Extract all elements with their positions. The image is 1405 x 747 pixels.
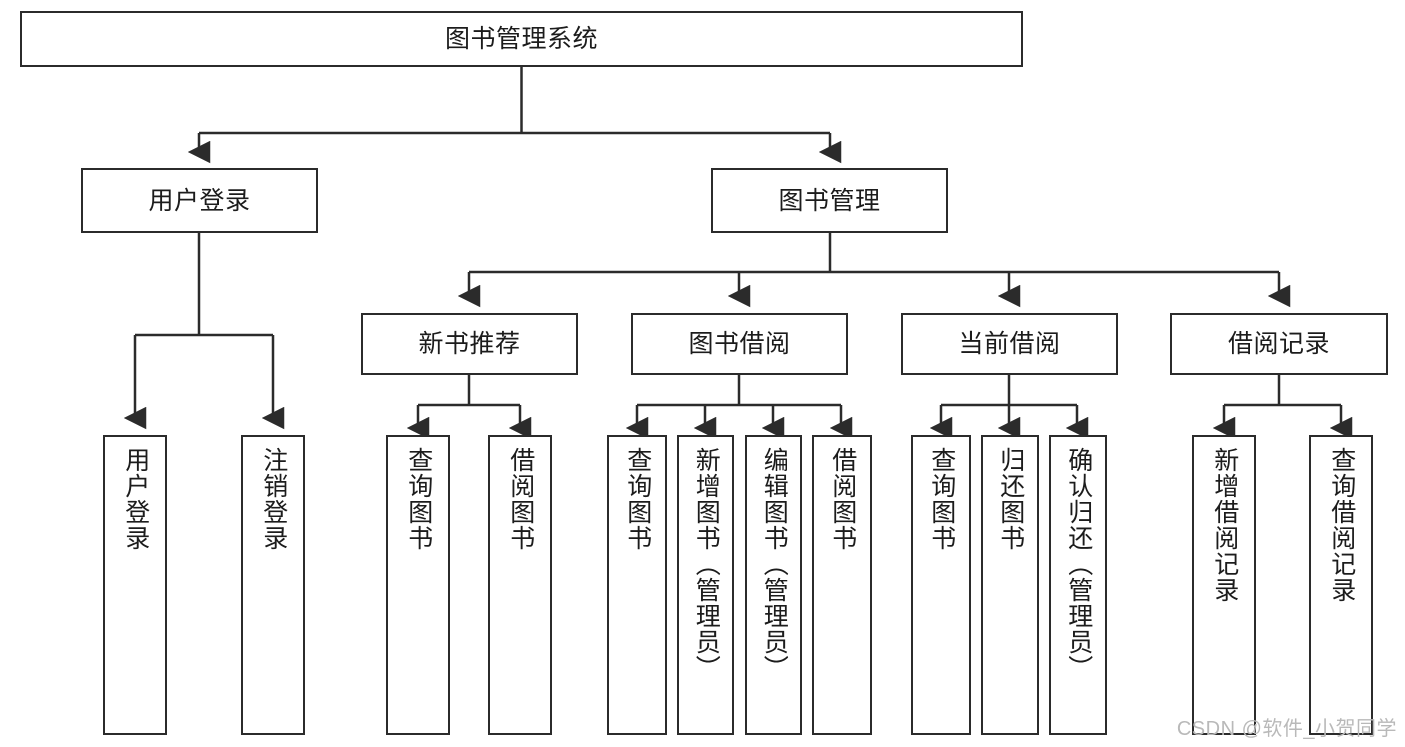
node-label: 借阅图书 bbox=[506, 447, 535, 551]
csdn-watermark: CSDN @软件_小贺同学 bbox=[1176, 718, 1397, 740]
node-label: 用户登录 bbox=[121, 447, 150, 551]
node-label: 新增借阅记录 bbox=[1210, 447, 1239, 603]
node-leaf-current-return-book[interactable]: 归还图书 bbox=[981, 435, 1039, 735]
node-leaf-record-query-borrow-record[interactable]: 查询借阅记录 bbox=[1309, 435, 1373, 735]
node-leaf-borrow-edit-book-admin[interactable]: 编辑图书（管理员） bbox=[745, 435, 802, 735]
node-label: 图书管理系统 bbox=[444, 25, 598, 53]
node-label: 查询借阅记录 bbox=[1327, 447, 1356, 603]
node-leaf-newbook-borrow-book[interactable]: 借阅图书 bbox=[488, 435, 552, 735]
node-label: 借阅图书 bbox=[828, 447, 857, 551]
node-label: 查询图书 bbox=[927, 447, 956, 551]
node-leaf-current-confirm-return-admin[interactable]: 确认归还（管理员） bbox=[1049, 435, 1107, 735]
node-label: 新增图书（管理员） bbox=[692, 447, 721, 681]
node-book-borrow[interactable]: 图书借阅 bbox=[631, 313, 848, 375]
node-book-management[interactable]: 图书管理 bbox=[711, 168, 948, 233]
node-leaf-user-login[interactable]: 用户登录 bbox=[103, 435, 167, 735]
node-leaf-record-add-borrow-record[interactable]: 新增借阅记录 bbox=[1192, 435, 1256, 735]
node-label: 注销登录 bbox=[259, 447, 288, 551]
node-borrow-record[interactable]: 借阅记录 bbox=[1170, 313, 1388, 375]
node-label: 确认归还（管理员） bbox=[1064, 447, 1093, 681]
node-current-borrow[interactable]: 当前借阅 bbox=[901, 313, 1118, 375]
node-root-book-management-system[interactable]: 图书管理系统 bbox=[20, 11, 1023, 67]
node-label: 新书推荐 bbox=[418, 330, 521, 358]
node-label: 编辑图书（管理员） bbox=[760, 447, 789, 681]
node-label: 用户登录 bbox=[148, 186, 251, 215]
node-leaf-newbook-query-book[interactable]: 查询图书 bbox=[386, 435, 450, 735]
node-label: 图书借阅 bbox=[688, 330, 791, 358]
node-label: 归还图书 bbox=[996, 447, 1025, 551]
node-leaf-borrow-add-book-admin[interactable]: 新增图书（管理员） bbox=[677, 435, 734, 735]
node-leaf-borrow-query-book[interactable]: 查询图书 bbox=[607, 435, 667, 735]
node-leaf-user-logout[interactable]: 注销登录 bbox=[241, 435, 305, 735]
node-leaf-current-query-book[interactable]: 查询图书 bbox=[911, 435, 971, 735]
node-leaf-borrow-borrow-book[interactable]: 借阅图书 bbox=[812, 435, 872, 735]
node-label: 当前借阅 bbox=[958, 330, 1061, 358]
node-label: 查询图书 bbox=[623, 447, 652, 551]
node-label: 图书管理 bbox=[778, 186, 881, 215]
node-user-login[interactable]: 用户登录 bbox=[81, 168, 318, 233]
node-label: 借阅记录 bbox=[1227, 330, 1330, 358]
node-label: 查询图书 bbox=[404, 447, 433, 551]
node-new-book-recommend[interactable]: 新书推荐 bbox=[361, 313, 578, 375]
